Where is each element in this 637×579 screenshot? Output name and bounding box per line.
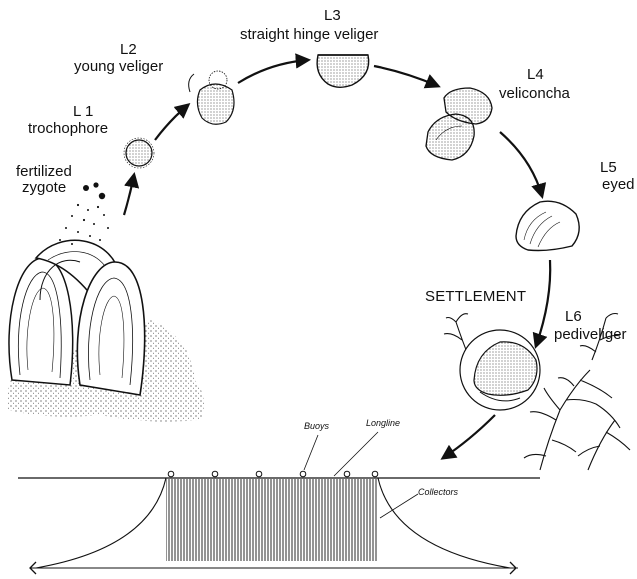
adult-mussels-on-rock (8, 240, 204, 421)
collectors-pointer (380, 494, 418, 518)
arrow-l2-to-l3 (238, 60, 308, 83)
arrow-l1-to-l2 (155, 105, 188, 140)
anchor-rope-left (36, 478, 166, 568)
stage-l1-code: L 1 (73, 104, 93, 120)
stage-l3-name: straight hinge veliger (240, 27, 378, 43)
stage-l5-code: L5 (600, 160, 617, 176)
stage-l4-code: L4 (527, 67, 544, 83)
stage-l2-name: young veliger (74, 59, 163, 75)
stage-l2-code: L2 (120, 42, 137, 58)
zygote-label-line2: zygote (22, 180, 66, 196)
collectors (166, 479, 378, 561)
longline-pointer (334, 432, 378, 476)
veliconcha-larva (426, 88, 492, 160)
pediveliger-larva (460, 330, 540, 410)
arrow-zygote-to-l1 (124, 175, 134, 215)
buoys-label: Buoys (304, 422, 329, 431)
young-veliger-larva (189, 71, 234, 124)
eyed-veliger-larva (516, 201, 579, 250)
stage-l3-code: L3 (324, 8, 341, 24)
straight-hinge-veliger-larva (317, 55, 369, 87)
settlement-label: SETTLEMENT (425, 289, 526, 305)
arrow-l4-to-l5 (500, 132, 542, 196)
trochophore-larva (124, 138, 154, 168)
stage-l1-name: trochophore (28, 121, 108, 137)
stage-l5-name: eyed veliger (602, 177, 637, 193)
arrow-l6-to-collectors (443, 415, 495, 458)
zygote-label-line1: fertilized (16, 164, 72, 180)
longline-label: Longline (366, 419, 400, 428)
collectors-label: Collectors (418, 488, 458, 497)
longline-system (18, 432, 540, 574)
buoys-pointer (304, 435, 318, 470)
buoys (168, 471, 378, 477)
stage-l6-code: L6 (565, 309, 582, 325)
stage-l4-name: veliconcha (499, 86, 570, 102)
arrow-l3-to-l4 (374, 66, 438, 86)
gametes (59, 182, 109, 245)
stage-l6-name: pediveliger (554, 327, 637, 343)
arrow-l5-to-l6 (536, 260, 550, 346)
